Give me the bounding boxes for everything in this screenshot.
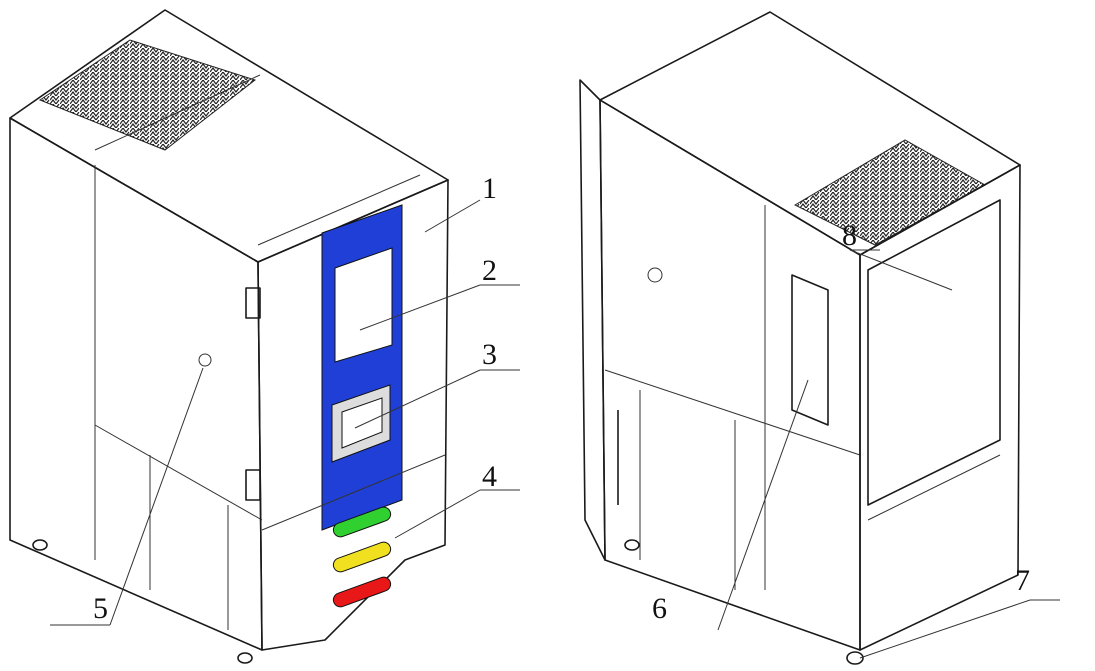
hinge-bottom (245, 469, 261, 501)
caster (32, 539, 48, 551)
indicator-red (332, 576, 392, 608)
label-3: 3 (482, 338, 497, 371)
label-2: 2 (482, 254, 497, 287)
indicator-yellow (332, 541, 392, 573)
label-8: 8 (842, 219, 857, 252)
label-4: 4 (482, 460, 497, 493)
top-vent (38, 39, 257, 151)
side-port (198, 353, 212, 367)
top-vent (793, 139, 987, 246)
label-6: 6 (652, 592, 667, 625)
hinge-top (245, 287, 261, 319)
display-window (334, 247, 393, 363)
front-view-chamber (9, 9, 449, 664)
label-1: 1 (482, 172, 497, 205)
side-panel (9, 117, 263, 651)
caster (846, 651, 864, 665)
rear-view-chamber (579, 11, 1021, 665)
indicator-green (332, 506, 392, 538)
side-window (791, 274, 829, 426)
leader-lines (50, 199, 1060, 659)
top-panel (599, 11, 1021, 256)
rear-access-panel (867, 199, 1001, 506)
side-port (647, 267, 663, 283)
label-7: 7 (1015, 564, 1030, 597)
side-panel (599, 99, 861, 651)
caster (237, 652, 253, 664)
label-5: 5 (93, 592, 108, 625)
